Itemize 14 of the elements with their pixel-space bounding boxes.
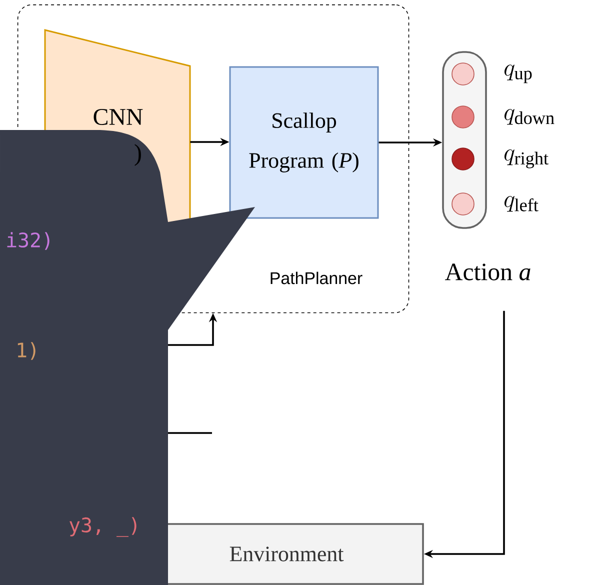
group-label: PathPlanner: [270, 272, 362, 284]
vector-entry-label: $q_{\mathrm{down}}$: [504, 109, 554, 125]
vector-entry-label: $q_{\mathrm{left}}$: [504, 196, 538, 212]
code-text: y3, _): [70, 517, 136, 537]
vector-capsule: [442, 51, 487, 229]
vector-entry-label: $q_{\mathrm{up}}$: [504, 64, 532, 84]
block-label: CNN: [94, 108, 143, 126]
code-text: i32): [7, 232, 50, 250]
environment-box: Environment: [149, 523, 424, 585]
vector-entry-label: $q_{\mathrm{right}}$: [504, 149, 548, 168]
vector-title: Action a: [445, 264, 530, 280]
code-text: 1): [18, 342, 36, 360]
block-label: ): [134, 144, 141, 166]
program-box: Scallop Program (P): [229, 66, 379, 219]
